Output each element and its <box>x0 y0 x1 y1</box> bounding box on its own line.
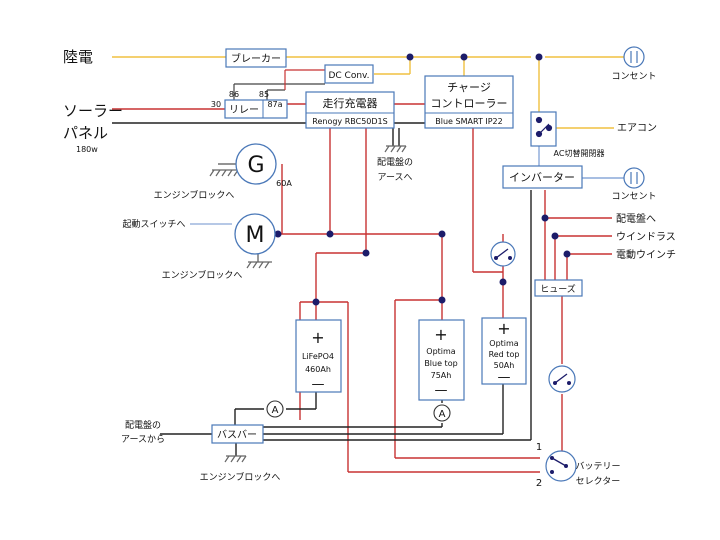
aircon-label: エアコン <box>617 123 657 134</box>
svg-text:Blue top: Blue top <box>424 359 457 368</box>
motor-ground-label: エンジンブロックへ <box>162 269 243 281</box>
motor-icon <box>234 213 276 255</box>
load-panel-label: 配電盤へ <box>616 212 656 225</box>
load-windlass-label: ウインドラス <box>616 231 676 243</box>
battery-lifepo4: + LiFePO4 460Ah — <box>295 319 342 393</box>
busbar-from-line1: 配電盤の <box>125 419 161 431</box>
ground-icon <box>209 169 239 177</box>
alternator-ground-label: エンジンブロックへ <box>154 189 235 201</box>
breaker-label: ブレーカー <box>231 52 281 65</box>
load-winch-label: 電動ウインチ <box>616 248 676 261</box>
svg-text:A: A <box>439 409 446 420</box>
charge-controller-line1: チャージ <box>447 81 491 94</box>
selector-label-line1: バッテリー <box>575 461 620 472</box>
ammeter-icon <box>266 400 284 418</box>
switch-icon <box>490 241 516 267</box>
relay-pin-87a: 87a <box>267 100 282 109</box>
battery-blue-top: + Optima Blue top 75Ah — <box>418 319 465 401</box>
junction-dots <box>274 53 571 306</box>
dcdc-charger-box <box>305 91 395 129</box>
relay-box <box>224 99 288 119</box>
outlet-icon <box>623 167 645 189</box>
solar-rating: 180w <box>76 145 98 154</box>
shore-power-label: 陸電 <box>63 48 93 66</box>
relay-pin-85: 85 <box>259 90 269 99</box>
breaker-box <box>225 48 287 68</box>
relay-pin-30: 30 <box>211 100 221 109</box>
outlet-icon <box>623 46 645 68</box>
svg-text:—: — <box>498 370 511 385</box>
ground-icon <box>246 261 272 269</box>
selector-label-line2: セレクター <box>576 476 621 487</box>
charge-controller-line2: コントローラー <box>431 97 508 110</box>
outlet-inverter: コンセント <box>611 167 657 202</box>
ignition-label: 起動スイッチへ <box>122 219 185 230</box>
svg-text:50Ah: 50Ah <box>494 361 515 370</box>
alternator-symbol: G <box>247 153 264 178</box>
ac-changeover-label: AC切替開閉器 <box>554 148 605 158</box>
switch-contacts-icon <box>535 116 553 138</box>
switch-loads <box>548 365 576 393</box>
selector-pos-2: 2 <box>536 478 542 489</box>
svg-text:—: — <box>312 377 325 392</box>
ammeter-lifepo4: A <box>266 400 284 418</box>
dcdc-charger-model: Renogy RBC50D1S <box>312 117 387 126</box>
svg-text:+: + <box>434 325 447 344</box>
inverter-label: インバーター <box>509 171 575 184</box>
ground-icon <box>384 145 407 153</box>
charge-controller-model: Blue SMART IP22 <box>435 117 502 126</box>
busbar-ground-label: エンジンブロックへ <box>200 471 281 483</box>
ammeter-icon <box>433 404 451 422</box>
relay-label: リレー <box>229 105 259 116</box>
svg-text:460Ah: 460Ah <box>305 365 331 374</box>
busbar-box <box>211 424 264 444</box>
solar-label-line2: パネル <box>63 124 108 142</box>
dc-conv-label: DC Conv. <box>328 71 369 81</box>
ammeter-blue-top: A <box>433 404 451 422</box>
panel-ground-line1: 配電盤の <box>377 156 413 168</box>
charge-controller-box <box>424 75 514 129</box>
selector-pos-1: 1 <box>536 442 542 453</box>
battery-red-top: + Optima Red top 50Ah — <box>481 317 527 385</box>
battery-selector: 1 2 バッテリー セレクター <box>536 442 621 489</box>
dc-conv-box <box>324 64 374 84</box>
svg-text:Red top: Red top <box>489 350 520 359</box>
svg-text:+: + <box>497 319 510 338</box>
alternator-rating: 60A <box>276 179 292 188</box>
switch-red-top <box>490 241 516 267</box>
starter-motor: M 起動スイッチへ エンジンブロックへ <box>122 213 276 281</box>
svg-text:LiFePO4: LiFePO4 <box>302 352 334 361</box>
busbar-label: バスバー <box>217 429 257 441</box>
svg-text:Optima: Optima <box>489 339 519 348</box>
busbar-from-line2: アースから <box>121 434 165 445</box>
outlet-top-label: コンセント <box>611 71 656 82</box>
dcdc-charger-title: 走行充電器 <box>323 96 378 110</box>
svg-text:+: + <box>311 328 324 347</box>
selector-icon <box>545 450 577 482</box>
ground-icon <box>224 455 247 463</box>
solar-label-line1: ソーラー <box>63 102 123 120</box>
motor-symbol: M <box>246 223 265 248</box>
inverter-box <box>502 165 583 189</box>
svg-text:75Ah: 75Ah <box>431 371 452 380</box>
wires <box>112 56 625 473</box>
fuse-label: ヒューズ <box>540 283 576 295</box>
relay-pin-86: 86 <box>229 90 239 99</box>
switch-icon <box>548 365 576 393</box>
fuse-box <box>534 279 583 297</box>
svg-text:—: — <box>435 383 448 398</box>
outlet-inverter-label: コンセント <box>611 191 656 202</box>
panel-ground-line2: アースへ <box>377 173 412 183</box>
outlet-top: コンセント <box>611 46 657 82</box>
alternator-icon <box>235 143 277 185</box>
ground-symbols <box>209 145 407 463</box>
alternator: G 60A エンジンブロックへ <box>154 143 292 201</box>
svg-text:Optima: Optima <box>426 347 456 356</box>
svg-text:A: A <box>272 405 279 416</box>
